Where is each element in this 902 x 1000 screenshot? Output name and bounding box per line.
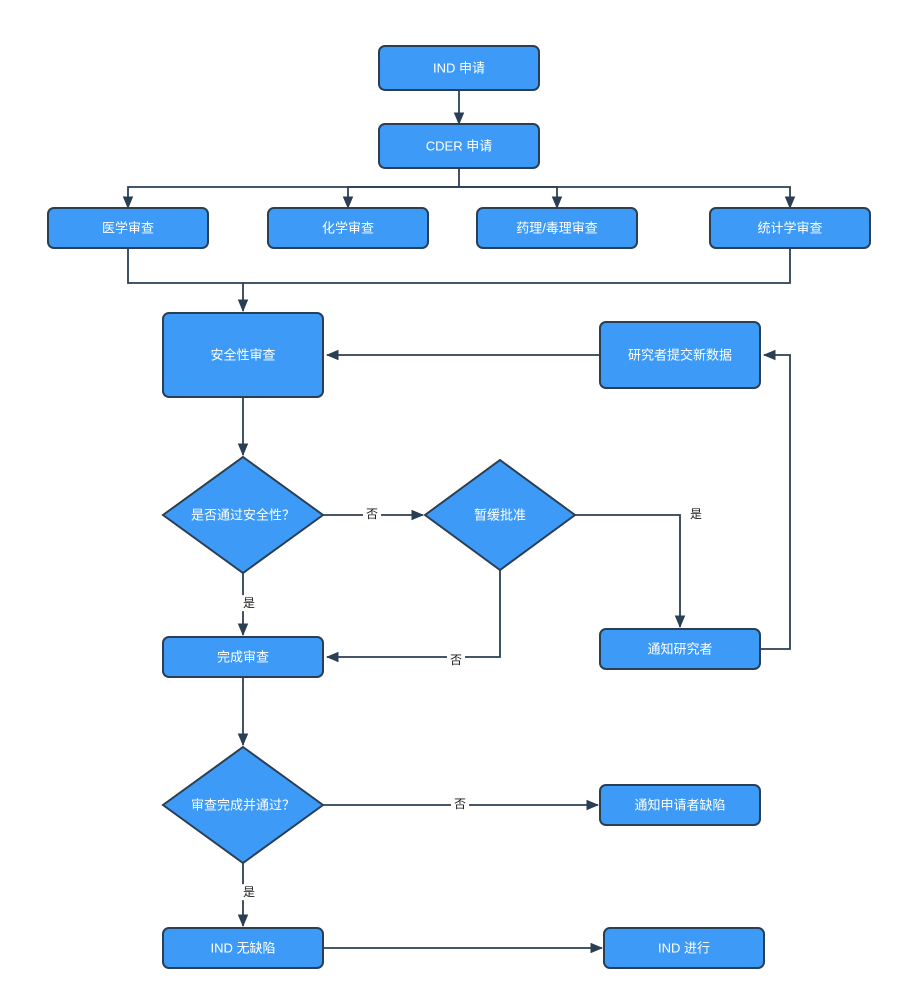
node-shape-rect — [599, 628, 761, 670]
node-shape-rect — [709, 207, 871, 249]
edge-label-backdrop — [450, 796, 470, 813]
node-shape-rect — [47, 207, 209, 249]
node-shape-diamond — [161, 745, 325, 865]
node-complete_review[interactable]: 完成审查 — [162, 636, 324, 678]
node-investigator_submits[interactable]: 研究者提交新数据 — [599, 321, 761, 389]
node-shape-rect — [267, 207, 429, 249]
edge-label-backdrop — [446, 652, 466, 669]
node-shape-rect — [378, 123, 540, 169]
node-chemistry_review[interactable]: 化学审查 — [267, 207, 429, 249]
node-notify_applicant[interactable]: 通知申请者缺陷 — [599, 784, 761, 826]
node-review_done_pass[interactable]: 审查完成并通过？ — [161, 745, 325, 865]
node-ind_proceed[interactable]: IND 进行 — [603, 927, 765, 969]
edge-hold_approval-to-notify_investigator — [575, 514, 686, 629]
node-pharm_tox_review[interactable]: 药理/毒理审查 — [476, 207, 638, 249]
node-safety_decision[interactable]: 是否通过安全性？ — [161, 455, 325, 575]
node-shape-rect — [599, 321, 761, 389]
node-shape-diamond — [161, 455, 325, 575]
edge-statistics_review-to-safety_review — [243, 248, 791, 284]
node-shape-rect — [603, 927, 765, 969]
node-hold_approval[interactable]: 暂缓批准 — [423, 458, 577, 572]
edge-cder_application-to-medical_review — [122, 168, 460, 210]
edge-label-backdrop — [686, 506, 706, 523]
node-shape-rect — [378, 45, 540, 91]
edge-medical_review-to-safety_review — [127, 248, 249, 313]
edge-label-backdrop — [239, 884, 259, 901]
edge-notify_investigator-to-investigator_submits — [760, 349, 791, 650]
edge-hold_approval-to-complete_review — [325, 570, 501, 663]
node-shape-rect — [162, 636, 324, 678]
node-notify_investigator[interactable]: 通知研究者 — [599, 628, 761, 670]
edges-layer — [122, 90, 796, 954]
node-shape-rect — [599, 784, 761, 826]
edge-label-backdrop — [362, 506, 382, 523]
node-shape-rect — [162, 927, 324, 969]
node-shape-diamond — [423, 458, 577, 572]
edge-label-backdrop — [239, 595, 259, 612]
node-shape-rect — [476, 207, 638, 249]
edge-cder_application-to-statistics_review — [459, 186, 796, 210]
node-ind_application[interactable]: IND 申请 — [378, 45, 540, 91]
node-safety_review[interactable]: 安全性审查 — [162, 312, 324, 398]
node-cder_application[interactable]: CDER 申请 — [378, 123, 540, 169]
node-shape-rect — [162, 312, 324, 398]
node-statistics_review[interactable]: 统计学审查 — [709, 207, 871, 249]
node-medical_review[interactable]: 医学审查 — [47, 207, 209, 249]
edge-cder_application-to-chemistry_review — [342, 186, 459, 210]
edge-cder_application-to-pharm_tox_review — [459, 186, 563, 210]
node-ind_no_deficiency[interactable]: IND 无缺陷 — [162, 927, 324, 969]
